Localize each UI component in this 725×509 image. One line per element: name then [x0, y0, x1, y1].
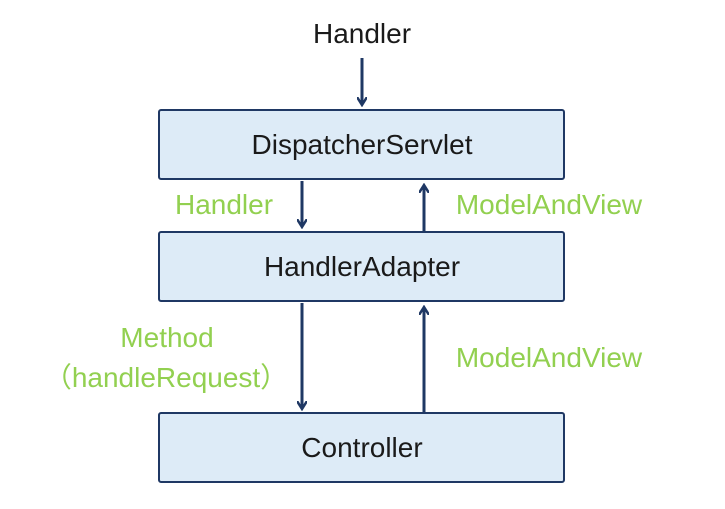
edge-label-method: Method [120, 322, 213, 353]
edge-label-modelandview-top: ModelAndView [456, 189, 643, 220]
top-handler-label: Handler [313, 18, 411, 49]
dispatcher-servlet-label: DispatcherServlet [252, 129, 473, 160]
handler-adapter-node: HandlerAdapter [158, 231, 565, 302]
dispatcher-servlet-node: DispatcherServlet [158, 109, 565, 180]
controller-label: Controller [301, 432, 422, 463]
handler-adapter-box [158, 231, 565, 302]
controller-box [158, 412, 565, 483]
edge-label-handlerequest: （handleRequest） [44, 362, 288, 393]
handler-adapter-label: HandlerAdapter [264, 251, 460, 282]
edge-label-handler: Handler [175, 189, 273, 220]
dispatcher-servlet-box [158, 109, 565, 180]
controller-node: Controller [158, 412, 565, 483]
edge-label-modelandview-bottom: ModelAndView [456, 342, 643, 373]
